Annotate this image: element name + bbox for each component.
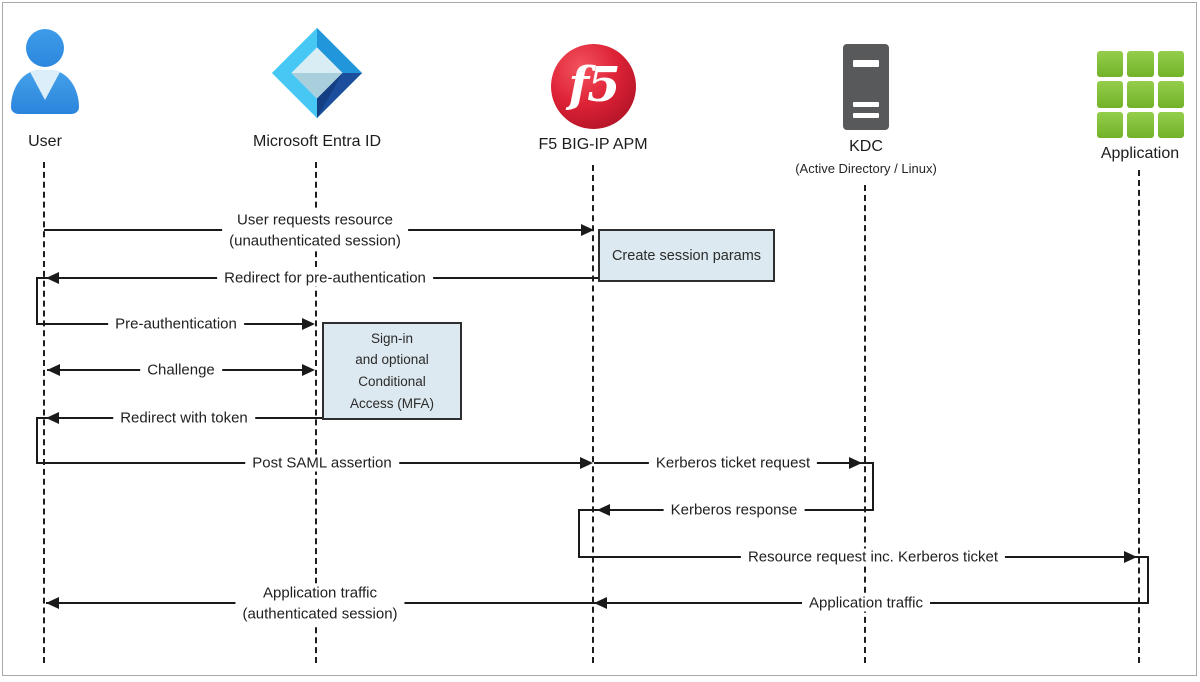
label-kerberos-response: Kerberos response	[663, 501, 805, 519]
arrowhead-left-icon	[597, 504, 610, 516]
note-create-session-params: Create session params	[598, 229, 775, 282]
lifeline-application	[1138, 170, 1140, 663]
entra-id-icon	[271, 27, 363, 119]
arrowhead-left-icon	[46, 412, 59, 424]
actor-label-f5: F5 BIG-IP APM	[538, 136, 648, 153]
arrowhead-right-icon	[302, 318, 315, 330]
arrowhead-right-icon	[302, 364, 315, 376]
arrowhead-right-icon	[580, 457, 593, 469]
label-pre-authentication: Pre-authentication	[108, 315, 244, 333]
arrowhead-left-icon	[46, 597, 59, 609]
bracket-connector	[36, 417, 38, 464]
f5-logo-text: f5	[568, 56, 620, 113]
label-application-traffic: Application traffic	[802, 594, 930, 612]
label-post-saml-assertion: Post SAML assertion	[245, 454, 399, 472]
arrowhead-right-icon	[581, 224, 594, 236]
bracket-connector	[578, 509, 580, 558]
f5-logo-icon: f5	[551, 44, 636, 129]
lifeline-entra	[315, 162, 317, 663]
label-user-requests-resource: User requests resource (unauthenticated …	[222, 210, 408, 252]
label-redirect-for-pre-authentication: Redirect for pre-authentication	[217, 269, 433, 287]
note-sign-in-conditional-access: Sign-in and optional Conditional Access …	[322, 322, 462, 420]
label-kerberos-ticket-request: Kerberos ticket request	[648, 454, 818, 472]
user-icon	[9, 29, 81, 123]
actor-label-user: User	[28, 133, 62, 150]
label-resource-request: Resource request inc. Kerberos ticket	[740, 548, 1006, 566]
label-redirect-with-token: Redirect with token	[113, 409, 255, 427]
lifeline-user	[43, 162, 45, 663]
server-icon	[843, 44, 889, 130]
actor-label-application: Application	[1100, 145, 1180, 162]
app-grid-icon	[1097, 51, 1184, 138]
actor-label-entra: Microsoft Entra ID	[252, 133, 382, 150]
arrowhead-left-icon	[47, 364, 60, 376]
actor-sublabel-kdc: (Active Directory / Linux)	[795, 161, 937, 176]
actor-label-kdc: KDC	[849, 138, 883, 155]
arrowhead-right-icon	[1124, 551, 1137, 563]
bracket-connector	[1147, 556, 1149, 604]
label-application-traffic-authenticated: Application traffic (authenticated sessi…	[235, 583, 405, 625]
arrowhead-left-icon	[46, 272, 59, 284]
lifeline-f5	[592, 165, 594, 663]
bracket-connector	[36, 277, 38, 325]
arrowhead-left-icon	[594, 597, 607, 609]
label-challenge: Challenge	[140, 361, 222, 379]
arrowhead-right-icon	[849, 457, 862, 469]
bracket-connector	[872, 462, 874, 511]
lifeline-kdc	[864, 185, 866, 663]
